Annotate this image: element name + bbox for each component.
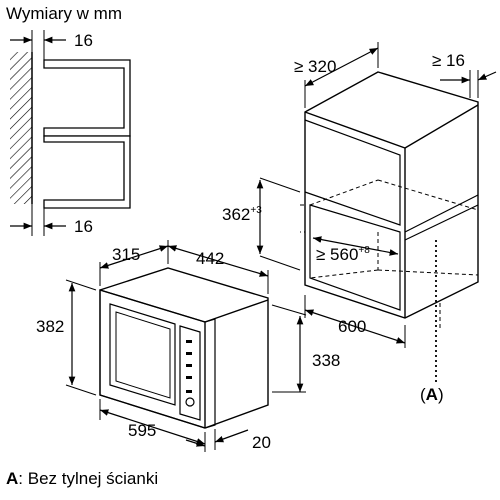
microwave-body	[99, 267, 269, 429]
built-in-cabinet	[256, 42, 497, 385]
dim-unit-side: 315	[112, 245, 141, 264]
dim-wall-gap-top: 16	[74, 31, 93, 50]
lower-cabinet-profile	[43, 135, 131, 209]
cabinet-outline	[304, 71, 479, 319]
footnote-text: : Bez tylnej ścianki	[18, 469, 159, 488]
dim-unit-height: 382	[36, 317, 65, 336]
footnote-label: A	[6, 469, 19, 488]
marker-a-text: (A)	[420, 385, 444, 404]
dim-unit-depth: 442	[196, 249, 225, 268]
dim-niche-height: 362+3	[222, 205, 262, 224]
microwave-front-frame	[99, 289, 216, 429]
footnote: A: Bez tylnej ścianki	[6, 470, 158, 487]
marker-a-label: (A)	[420, 386, 444, 403]
dim-cabinet-depth: ≥ 320	[294, 57, 337, 76]
dim-cabinet-width: 600	[338, 317, 367, 336]
dim-niche-height-tolerance: +3	[250, 205, 262, 216]
dim-niche-width-value: ≥ 560	[316, 245, 359, 264]
wall-hatching	[10, 52, 32, 204]
dim-wall-gap-bottom: 16	[74, 217, 93, 236]
control-buttons	[186, 340, 192, 393]
dim-frame-depth: 20	[252, 433, 271, 452]
upper-cabinet-profile	[43, 59, 131, 137]
dim-unit-width: 595	[128, 421, 157, 440]
dim-door-height: 338	[312, 351, 341, 370]
dim-niche-height-value: 362	[222, 205, 251, 224]
dim-cabinet-side-gap: ≥ 16	[432, 51, 465, 70]
control-knob	[185, 397, 195, 407]
microwave-unit	[65, 240, 307, 452]
wall-side-view	[10, 30, 131, 236]
dim-niche-width-tolerance: +8	[358, 245, 370, 256]
dim-niche-width: ≥ 560+8	[316, 245, 370, 264]
page-title: Wymiary w mm	[6, 4, 122, 23]
microwave-door	[109, 303, 176, 406]
